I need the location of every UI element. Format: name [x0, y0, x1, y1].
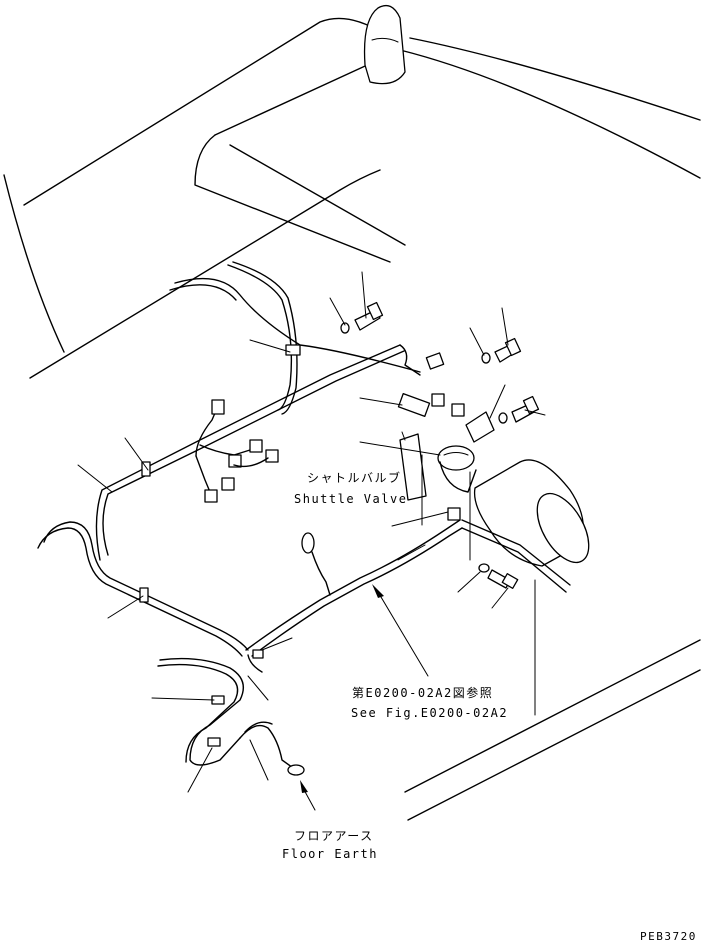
tank: [473, 459, 590, 567]
shuttle-valve-label-jp: シャトルバルブ: [307, 471, 402, 485]
center-lug: [301, 532, 331, 596]
bolt-4: [478, 563, 519, 589]
bolt-2: [481, 337, 522, 364]
upper-connectors: [425, 352, 465, 417]
lower-harness: [157, 649, 305, 776]
connector-cluster: [195, 399, 279, 503]
bolt-3: [498, 395, 540, 424]
floor-earth-label-en: Floor Earth: [282, 847, 378, 861]
harness-clamps: [139, 392, 495, 603]
leader-lines: [77, 271, 546, 811]
see-fig-label-en: See Fig.E0200-02A2: [351, 706, 509, 720]
floor-earth-label-jp: フロアアース: [294, 829, 374, 843]
bolt-1: [340, 301, 384, 334]
pipe-stack: [363, 4, 406, 85]
arrowheads: [300, 584, 384, 793]
drawing-number: PEB3720: [640, 930, 697, 943]
see-fig-label-jp: 第E0200-02A2図参照: [352, 686, 494, 700]
upper-branch: [227, 261, 301, 415]
shuttle-valve-label-en: Shuttle Valve: [294, 492, 408, 506]
main-harness: [37, 277, 571, 657]
frame-outline: [3, 17, 701, 821]
shuttle-valve: [437, 445, 477, 493]
